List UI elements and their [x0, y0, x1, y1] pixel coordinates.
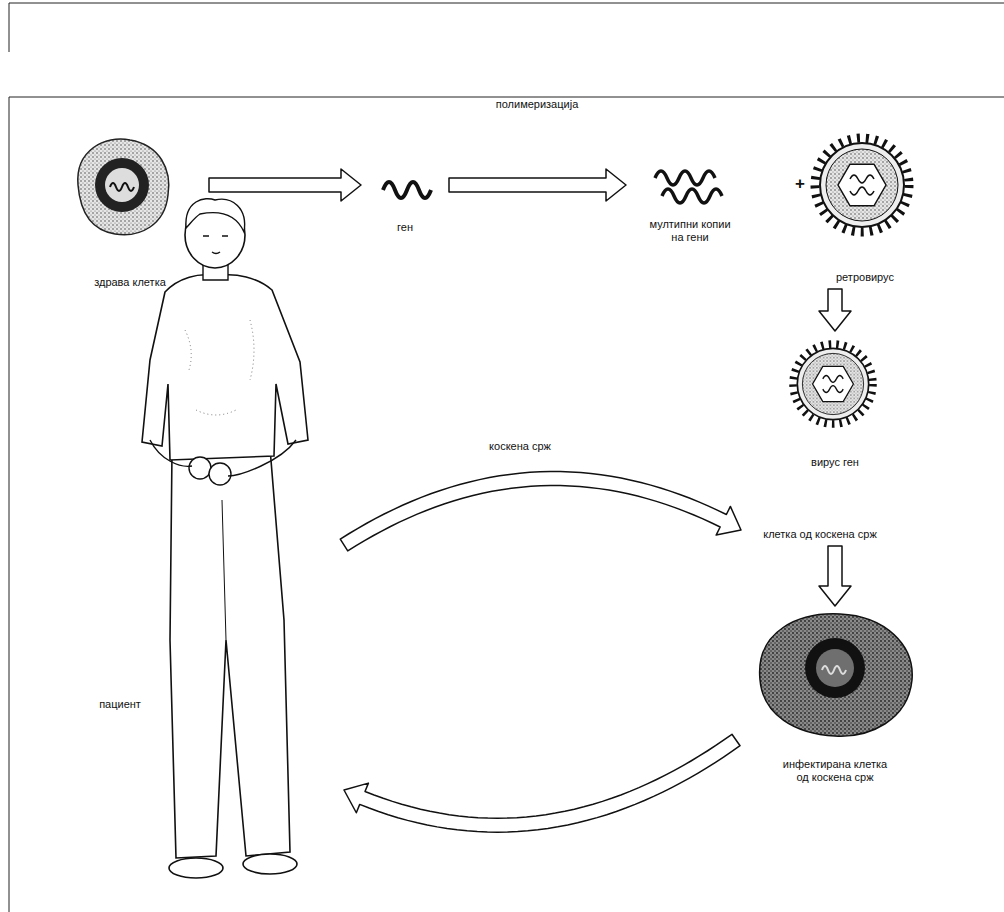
virus-with-gene — [813, 366, 854, 401]
patient-figure — [222, 500, 226, 640]
patient-figure — [150, 440, 296, 476]
edge-label: полимеризација — [494, 98, 581, 110]
label-box: + — [793, 174, 807, 194]
healthy-cell — [78, 139, 169, 235]
block-arrow — [449, 169, 626, 201]
patient-figure — [209, 463, 231, 485]
virus-with-gene — [793, 344, 873, 424]
gene-strand — [383, 182, 431, 198]
patient-figure — [203, 236, 228, 254]
patient-figure — [243, 854, 297, 874]
patient-figure — [142, 275, 308, 460]
marrow-cell-node: клетка од коскена срж — [745, 518, 895, 542]
node-label: пациент — [80, 698, 160, 712]
infected-cell — [816, 649, 854, 687]
frame-lines — [9, 3, 1004, 52]
plus-sign: + — [793, 174, 807, 194]
block-arrow — [819, 546, 851, 606]
retrovirus-node: ретровирус — [800, 125, 930, 285]
healthy-cell — [78, 139, 169, 235]
infected-cell — [760, 614, 913, 736]
retrovirus — [815, 138, 909, 232]
block-arrow — [209, 169, 361, 201]
patient-figure — [186, 199, 245, 232]
gene-node: ген — [365, 160, 445, 235]
frame-lines — [9, 97, 1004, 912]
node-label: ретровирус — [836, 271, 894, 285]
gene-copies — [662, 189, 722, 203]
retrovirus — [820, 143, 904, 227]
patient-node: пациент — [80, 200, 340, 900]
node-label: вирус ген — [811, 456, 859, 470]
infected-cell — [805, 638, 865, 698]
node-label: ген — [397, 221, 413, 235]
patient-figure — [169, 858, 223, 878]
retrovirus — [826, 149, 898, 221]
retrovirus — [850, 187, 874, 195]
virus-with-gene — [823, 376, 843, 383]
virus-with-gene — [802, 353, 863, 414]
frame-lines — [9, 3, 1004, 912]
virus-with-gene — [793, 344, 873, 424]
virus-with-gene — [797, 348, 868, 419]
gene-copies-node: мултипни копии на гени — [630, 150, 750, 245]
patient-figure — [189, 457, 211, 479]
gene-strand — [383, 182, 431, 198]
edge-label-box: коскена срж — [487, 440, 553, 452]
edge-label: коскена срж — [487, 440, 553, 452]
virus-with-gene — [823, 386, 843, 393]
healthy-cell-node: здрава клетка — [55, 135, 205, 290]
virus-gene-node: вирус ген — [770, 335, 900, 470]
gene-copies — [655, 171, 722, 203]
edge-label-box: полимеризација — [494, 98, 581, 110]
node-label: клетка од коскена срж — [763, 528, 877, 542]
block-arrow — [340, 472, 741, 551]
gene-copies — [655, 171, 715, 185]
retrovirus — [838, 164, 886, 206]
node-label: мултипни копии на гени — [645, 218, 735, 246]
infected-cell — [822, 666, 846, 674]
patient-figure — [142, 199, 308, 878]
infected-cell — [760, 614, 913, 736]
healthy-cell — [110, 183, 134, 191]
node-label: инфектирана клетка од коскена срж — [780, 758, 890, 786]
healthy-cell — [95, 158, 149, 212]
block-arrow — [819, 289, 851, 331]
retrovirus — [850, 175, 874, 183]
node-label: здрава клетка — [94, 276, 166, 290]
retrovirus — [815, 138, 909, 232]
healthy-cell — [105, 168, 139, 202]
patient-figure — [185, 320, 254, 415]
patient-figure — [170, 448, 290, 858]
block-arrow — [344, 734, 740, 832]
infected-cell-node: инфектирана клетка од коскена срж — [740, 610, 930, 785]
